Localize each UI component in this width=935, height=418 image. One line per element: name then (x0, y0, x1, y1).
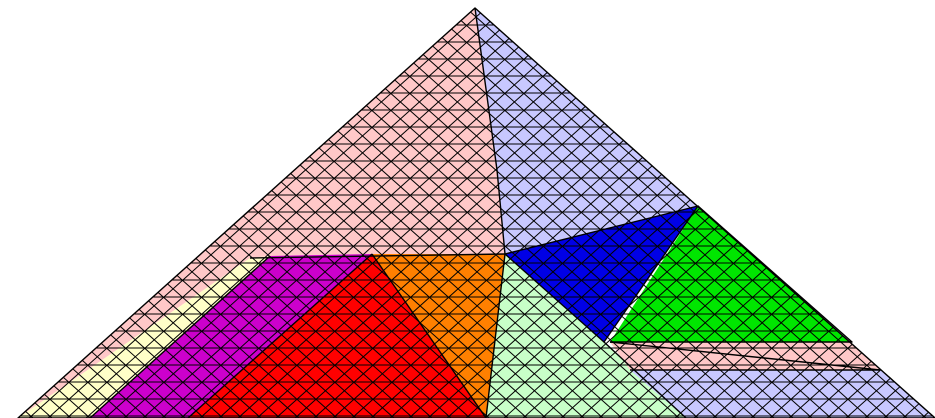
region-mint (486, 254, 686, 418)
region-boundaries (17, 7, 935, 418)
region-green (610, 206, 852, 342)
region-magenta (90, 254, 372, 418)
region-red (188, 254, 486, 418)
region-orange (372, 254, 505, 418)
